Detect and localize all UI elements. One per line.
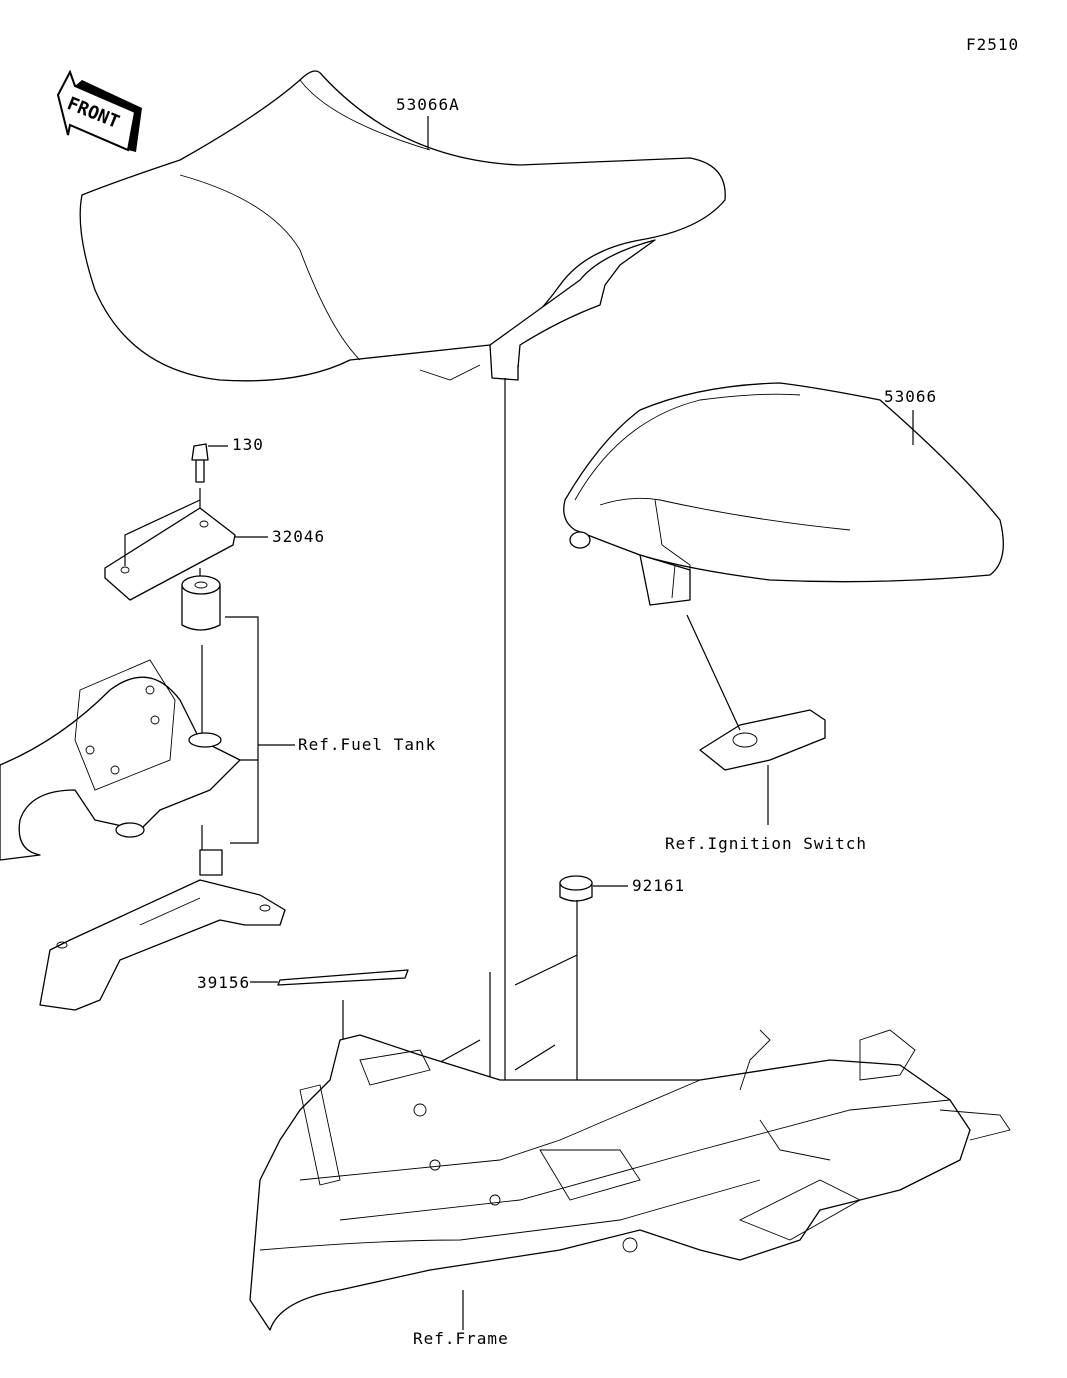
part-number-130[interactable]: 130 (232, 435, 264, 454)
ref-frame[interactable]: Ref.Frame (413, 1329, 509, 1348)
diagram-code: F2510 (966, 35, 1019, 54)
part-number-53066A[interactable]: 53066A (396, 95, 460, 114)
bracket-32046[interactable] (104, 507, 236, 601)
fuel-tank-ref (0, 659, 241, 861)
grommet (181, 575, 221, 631)
front-arrow-icon: FRONT (56, 69, 142, 152)
ignition-switch-bracket (699, 709, 826, 771)
ref-ignition-switch[interactable]: Ref.Ignition Switch (665, 834, 867, 853)
rear-seat[interactable] (563, 382, 1004, 606)
front-seat[interactable] (79, 70, 726, 382)
part-number-32046[interactable]: 32046 (272, 527, 325, 546)
ref-fuel-tank[interactable]: Ref.Fuel Tank (298, 735, 436, 754)
label-sticker-39156[interactable] (277, 969, 409, 986)
seat-mount-bracket (39, 849, 286, 1011)
frame-ref (249, 1029, 1011, 1331)
bolt-130[interactable] (191, 443, 209, 483)
cap-92161[interactable] (559, 875, 593, 902)
part-number-92161[interactable]: 92161 (632, 876, 685, 895)
part-number-39156[interactable]: 39156 (197, 973, 250, 992)
part-number-53066[interactable]: 53066 (884, 387, 937, 406)
